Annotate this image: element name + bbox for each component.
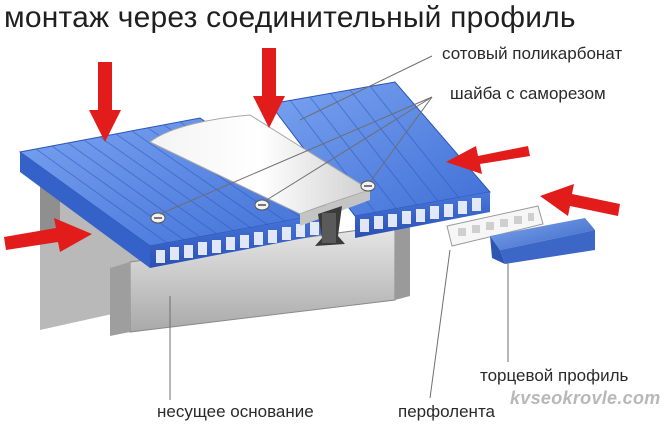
label-polycarbonate: сотовый поликарбонат	[442, 44, 623, 63]
label-supporting-base: несущее основание	[157, 402, 314, 421]
arrow-left-upper	[446, 146, 530, 174]
connecting-profile	[149, 114, 372, 246]
label-washer-screw: шайба с саморезом	[450, 84, 606, 103]
label-perforated-tape: перфолента	[398, 402, 495, 421]
perforated-tape	[446, 205, 544, 247]
label-end-profile: торцевой профиль	[480, 366, 629, 385]
washer-screw-3	[360, 180, 376, 192]
arrow-down-1	[89, 62, 121, 142]
arrow-right	[4, 218, 92, 252]
arrow-left-lower	[540, 184, 620, 216]
watermark: kvseokrovle.com	[510, 388, 661, 408]
page-title: монтаж через соединительный профиль	[4, 1, 576, 34]
leader-lines	[159, 55, 509, 400]
washer-screw-1	[150, 212, 166, 224]
arrow-down-2	[253, 48, 285, 128]
washer-screw-2	[254, 199, 270, 211]
end-profile	[490, 218, 595, 264]
